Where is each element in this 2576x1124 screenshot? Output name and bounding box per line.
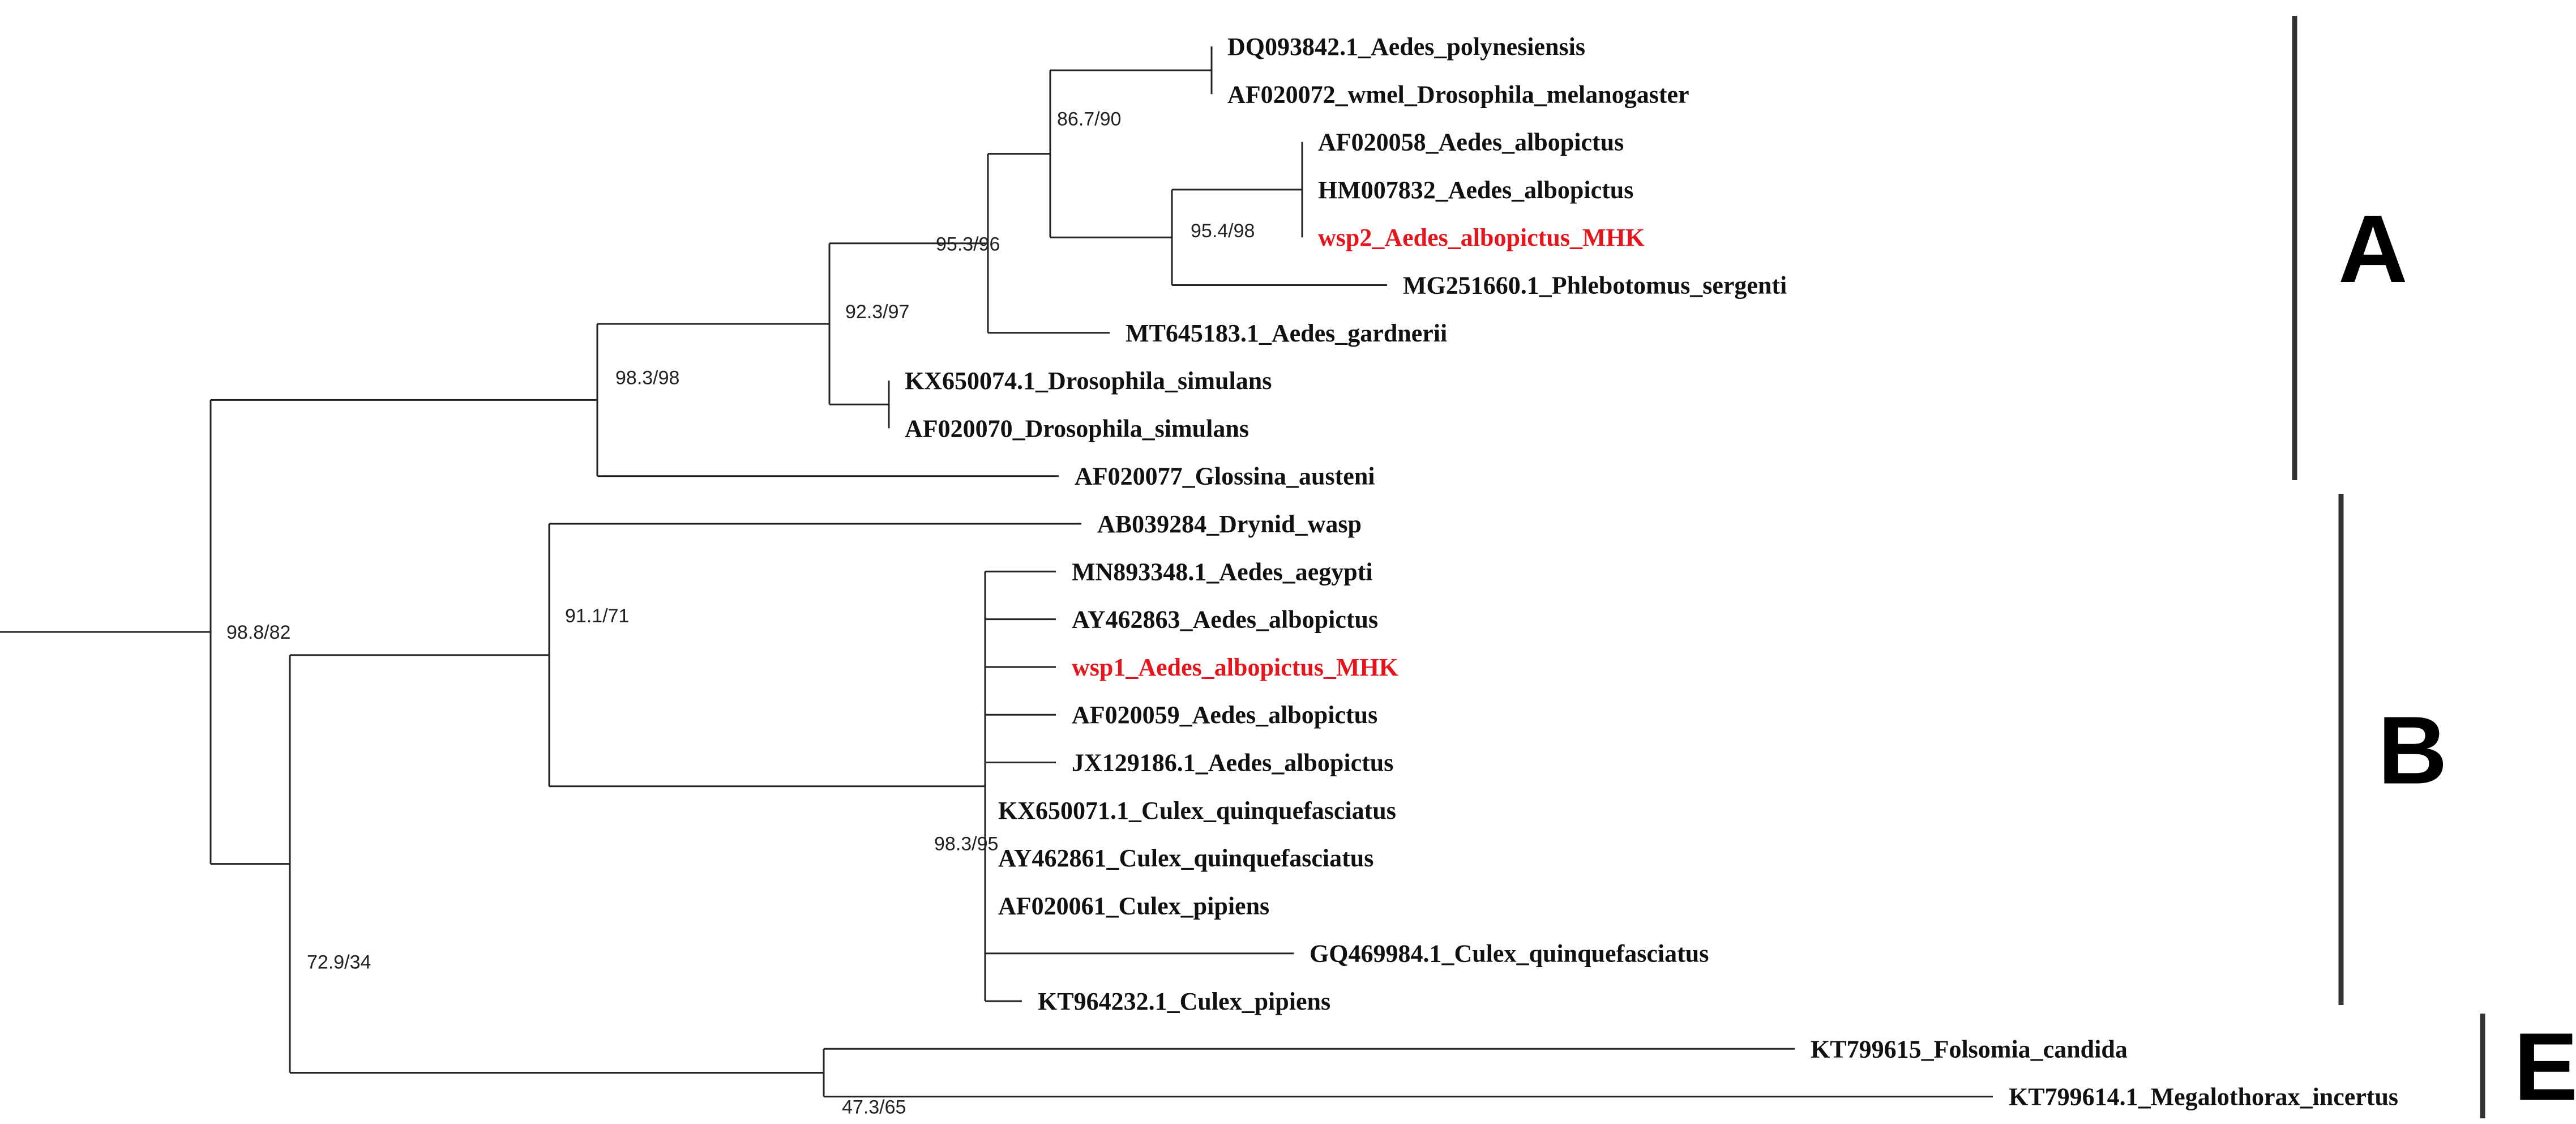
leaf-label: MT645183.1_Aedes_gardnerii: [1126, 319, 1447, 347]
support-value: 86.7/90: [1057, 109, 1121, 130]
support-value: 92.3/97: [845, 301, 909, 323]
leaf-label-highlighted: wsp2_Aedes_albopictus_MHK: [1318, 224, 1645, 251]
leaf-label-highlighted: wsp1_Aedes_albopictus_MHK: [1072, 653, 1398, 681]
leaf-label: KX650074.1_Drosophila_simulans: [905, 367, 1272, 395]
leaf-label: AF020072_wmel_Drosophila_melanogaster: [1227, 80, 1689, 108]
support-value: 98.8/82: [226, 622, 290, 643]
leaf-label: KT799615_Folsomia_candida: [1811, 1035, 2128, 1063]
support-value: 95.4/98: [1191, 220, 1255, 242]
leaf-label: KX650071.1_Culex_quinquefasciatus: [998, 797, 1396, 824]
leaf-label: JX129186.1_Aedes_albopictus: [1072, 749, 1393, 777]
leaf-label: AY462861_Culex_quinquefasciatus: [998, 844, 1373, 872]
clade-label-e: E: [2514, 1014, 2576, 1121]
clade-label-b: B: [2378, 697, 2447, 805]
clade-label-a: A: [2338, 195, 2408, 303]
support-value: 95.3/96: [936, 234, 1000, 255]
leaf-label: AF020059_Aedes_albopictus: [1072, 701, 1377, 729]
tree-branches: [0, 46, 1993, 1098]
leaf-label: KT964232.1_Culex_pipiens: [1038, 988, 1330, 1015]
leaf-label: AY462863_Aedes_albopictus: [1072, 606, 1378, 634]
clade-markers: A B E: [2292, 16, 2576, 1121]
support-value: 72.9/34: [307, 952, 371, 973]
support-value: 98.3/98: [615, 367, 679, 388]
leaf-label: AB039284_Drynid_wasp: [1097, 510, 1362, 538]
leaf-label: AF020061_Culex_pipiens: [998, 892, 1269, 920]
leaf-label: HM007832_Aedes_albopictus: [1318, 176, 1633, 204]
support-values: 86.7/90 95.3/96 95.4/98 92.3/97 98.3/98 98.8/…: [226, 109, 1255, 1118]
leaf-label: KT799614.1_Megalothorax_incertus: [2009, 1083, 2398, 1111]
leaf-label: DQ093842.1_Aedes_polynesiensis: [1227, 33, 1585, 61]
leaf-label: AF020077_Glossina_austeni: [1075, 463, 1375, 490]
leaf-label: AF020070_Drosophila_simulans: [905, 414, 1249, 442]
leaf-labels: DQ093842.1_Aedes_polynesiensisAF020072_w…: [905, 33, 2398, 1111]
leaf-label: AF020058_Aedes_albopictus: [1318, 129, 1624, 156]
leaf-label: MG251660.1_Phlebotomus_sergenti: [1403, 272, 1787, 300]
leaf-label: MN893348.1_Aedes_aegypti: [1072, 558, 1373, 585]
leaf-label: GQ469984.1_Culex_quinquefasciatus: [1310, 940, 1709, 968]
support-value: 98.3/95: [934, 834, 998, 855]
support-value: 91.1/71: [565, 605, 629, 627]
support-value: 47.3/65: [842, 1096, 906, 1118]
